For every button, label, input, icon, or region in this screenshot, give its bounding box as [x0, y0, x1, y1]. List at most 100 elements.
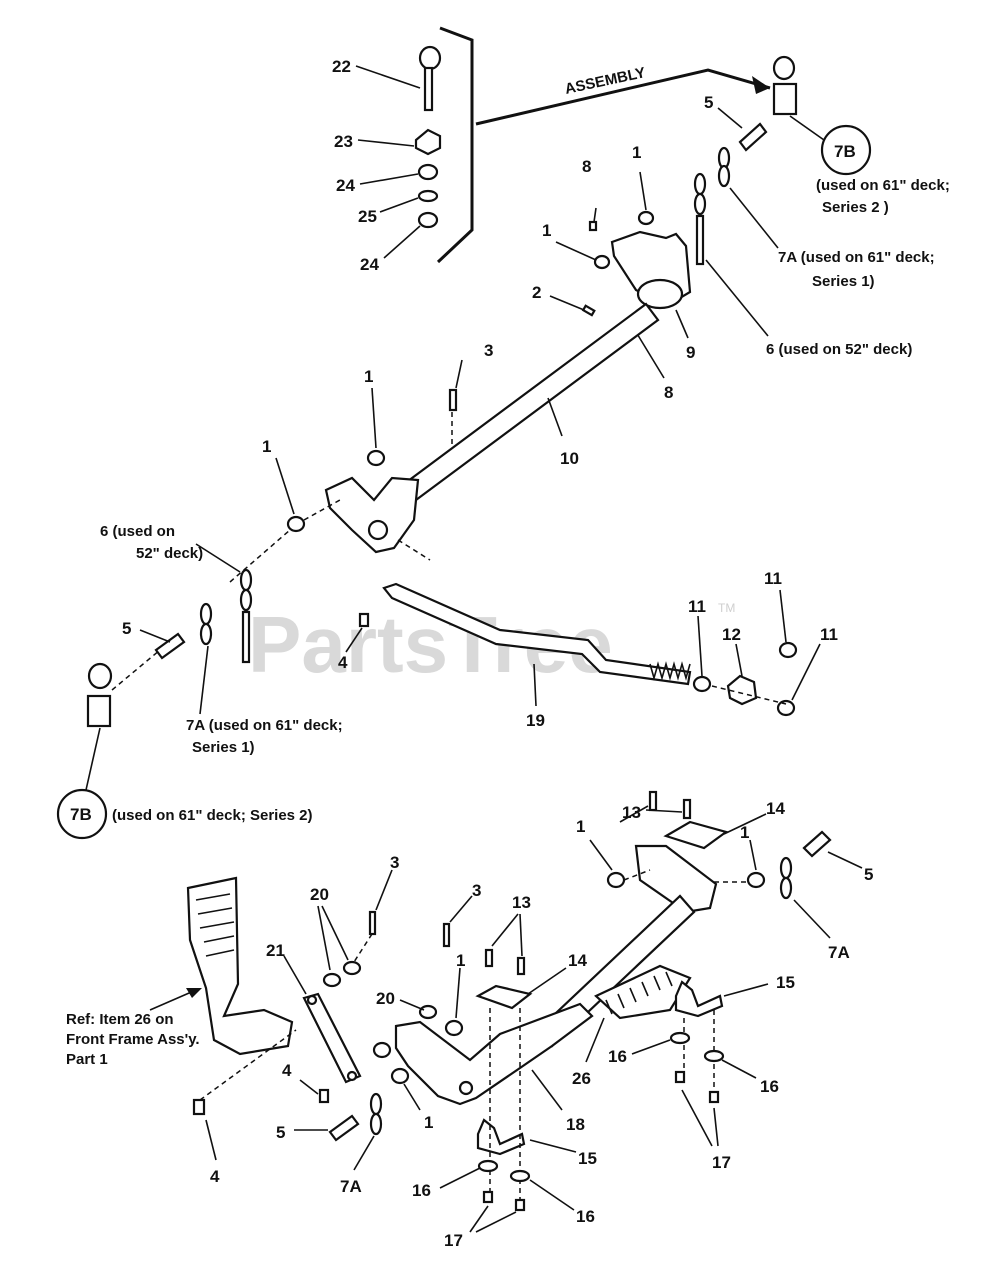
- callout-16: 16: [412, 1181, 431, 1200]
- note-7b-top-line1: (used on 61" deck;: [816, 177, 950, 194]
- callout-1: 1: [262, 437, 271, 456]
- set-screw: [358, 612, 370, 628]
- note-7a-top-line2: Series 1): [812, 273, 875, 290]
- ref-note-line2: Front Frame Ass'y.: [66, 1031, 200, 1048]
- eyebolt-assembled: [772, 55, 796, 81]
- arrowhead: [752, 76, 770, 94]
- callout-11: 11: [820, 625, 838, 644]
- hex-nut: [444, 1019, 464, 1037]
- eyebolt-part: [418, 45, 442, 71]
- washer: [372, 1041, 392, 1059]
- key: [588, 220, 598, 232]
- callout-15: 15: [578, 1149, 597, 1168]
- assembly-arrow: [475, 68, 771, 126]
- inset-bracket: [436, 26, 474, 264]
- callout-circle-7b: [56, 788, 108, 840]
- ref-leader: [149, 989, 197, 1011]
- hex-nut: [778, 641, 798, 659]
- washer: [509, 1169, 531, 1183]
- note-7a-top-line1: 7A (used on 61" deck;: [778, 249, 935, 266]
- callout-16: 16: [576, 1207, 595, 1226]
- callout-11: 11: [764, 569, 782, 588]
- threaded-fitting: [414, 128, 442, 156]
- roll-pin: [581, 304, 596, 317]
- hex-nut: [692, 675, 712, 693]
- callout-26: 26: [572, 1069, 591, 1088]
- bolt: [738, 122, 768, 152]
- bellcrank-lower: [394, 1002, 594, 1106]
- callout-7b-top: 7B: [834, 142, 856, 161]
- hex-nut: [593, 254, 611, 270]
- callout-3: 3: [390, 853, 399, 872]
- set-screw: [318, 1088, 330, 1104]
- callout-20: 20: [310, 885, 329, 904]
- clamp-plate: [663, 820, 729, 850]
- ref-note-line3: Part 1: [66, 1051, 108, 1068]
- callout-1: 1: [632, 143, 641, 162]
- callout-20: 20: [376, 989, 395, 1008]
- eyebolt-left-body: [86, 694, 112, 728]
- washer: [418, 1004, 438, 1020]
- pivot-hole: [458, 1080, 474, 1096]
- callout-7a-left-line2: Series 1): [192, 739, 255, 756]
- washer: [669, 1031, 691, 1045]
- hex-nut: [606, 871, 626, 889]
- callout-1: 1: [424, 1113, 433, 1132]
- arm-hub: [636, 278, 684, 310]
- knob: [726, 674, 758, 706]
- nut: [514, 1198, 526, 1212]
- callout-11: 11: [688, 597, 706, 616]
- eyebolt-shank: [423, 66, 434, 112]
- callout-7a: 7A: [828, 943, 850, 962]
- callout-10: 10: [560, 449, 579, 468]
- screw: [368, 910, 377, 936]
- lift-shaft: [402, 302, 660, 502]
- callout-13: 13: [622, 803, 641, 822]
- lock-washer: [417, 189, 439, 203]
- callout-2: 2: [532, 283, 541, 302]
- u-bracket: [476, 1118, 526, 1156]
- callout-17: 17: [712, 1153, 731, 1172]
- hex-nut: [776, 699, 796, 717]
- callout-6-left-line2: 52" deck): [136, 545, 203, 562]
- callout-4: 4: [338, 653, 348, 672]
- frame-hatching: [195, 893, 235, 957]
- hex-nut: [366, 449, 386, 467]
- callout-15: 15: [776, 973, 795, 992]
- hex-nut: [746, 871, 766, 889]
- callout-5: 5: [122, 619, 131, 638]
- callout-8: 8: [664, 383, 673, 402]
- callout-5: 5: [276, 1123, 285, 1142]
- callout-25: 25: [358, 207, 377, 226]
- rod-threads: [649, 661, 691, 681]
- callout-3: 3: [484, 341, 493, 360]
- callout-23: 23: [334, 132, 353, 151]
- callout-24: 24: [360, 255, 379, 274]
- callout-17: 17: [444, 1231, 463, 1250]
- nut: [708, 1090, 720, 1104]
- ref-note-line1: Ref: Item 26 on: [66, 1011, 174, 1028]
- callout-7a: 7A: [340, 1177, 362, 1196]
- screw: [442, 922, 451, 948]
- callout-22: 22: [332, 57, 351, 76]
- callout-1: 1: [542, 221, 551, 240]
- callout-1: 1: [364, 367, 373, 386]
- callout-16: 16: [760, 1077, 779, 1096]
- eyebolt-assembled-body: [772, 82, 798, 116]
- callout-21: 21: [266, 941, 285, 960]
- callout-19: 19: [526, 711, 545, 730]
- bolt: [154, 632, 186, 660]
- bellcrank-upper: [324, 476, 420, 554]
- callout-7b-left: 7B: [70, 805, 92, 824]
- note-7b-left: (used on 61" deck; Series 2): [112, 807, 313, 824]
- callout-13: 13: [512, 893, 531, 912]
- carriage-bolt: [516, 956, 526, 976]
- carriage-bolt: [648, 790, 658, 812]
- washer: [342, 960, 362, 976]
- chain-bottom-left: [369, 1092, 383, 1136]
- note-7b-top-line2: Series 2 ): [822, 199, 889, 216]
- spring-coils: [605, 971, 673, 1015]
- callout-24: 24: [336, 176, 355, 195]
- callout-12: 12: [722, 625, 741, 644]
- carriage-bolt: [682, 798, 692, 820]
